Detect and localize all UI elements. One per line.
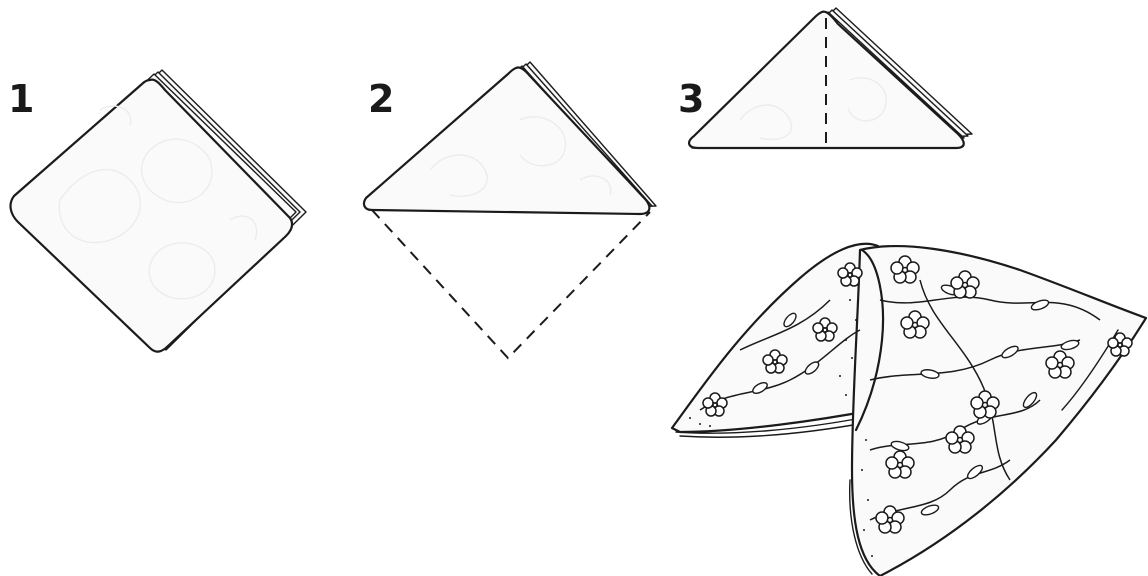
fortune-cookie-napkin-icon (672, 244, 1146, 576)
folded-napkin-square-icon (11, 70, 306, 352)
napkin-folded-triangle-icon (364, 62, 656, 358)
triangle-center-fold-icon (689, 8, 972, 148)
